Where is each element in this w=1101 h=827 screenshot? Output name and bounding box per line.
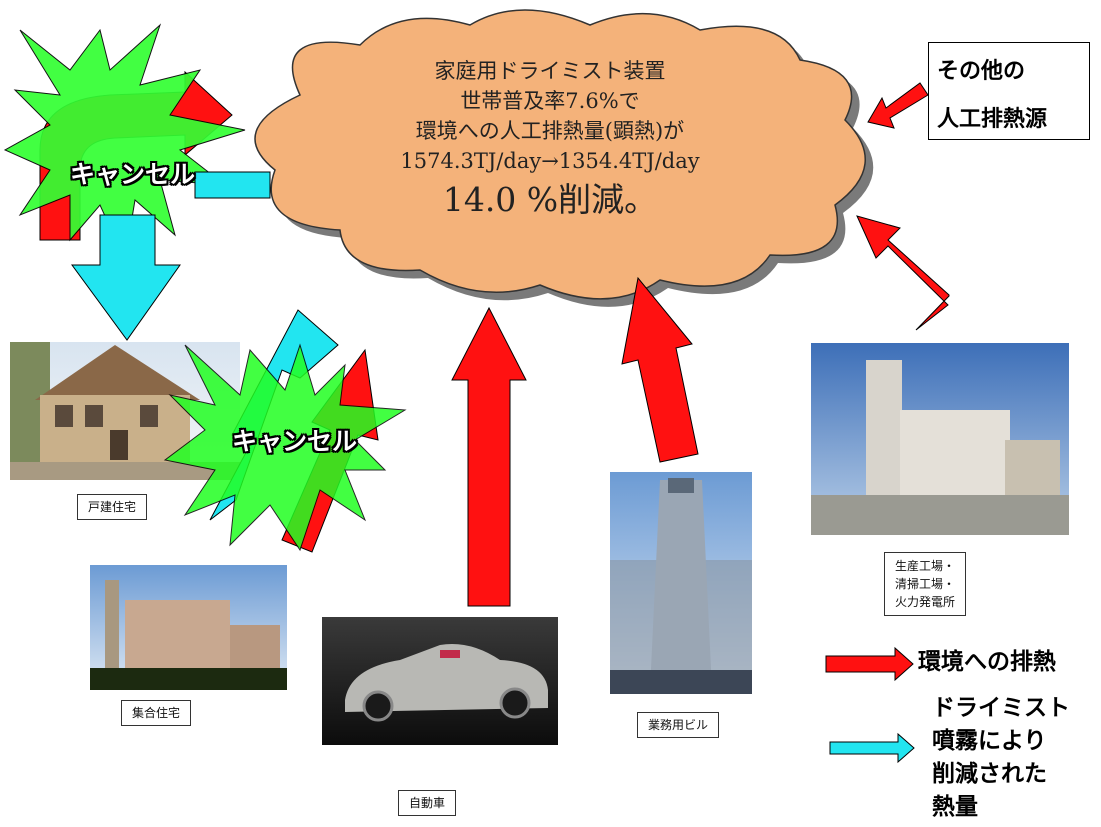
- heat-arrow-office: [621, 276, 699, 463]
- other-source-line-1: その他の: [937, 59, 1026, 84]
- label-factory-line-1: 生産工場・: [895, 559, 956, 573]
- legend-mist-line-4: 熱量: [932, 794, 978, 820]
- legend-mist-label: ドライミスト 噴霧により 削減された 熱量: [932, 692, 1070, 824]
- legend-heat-arrow: [825, 646, 914, 682]
- cloud-line-5: 14.0 %削減。: [442, 180, 658, 219]
- label-house: 戸建住宅: [77, 494, 148, 520]
- starburst-middle: [163, 343, 407, 552]
- heat-arrow-factory: [856, 215, 950, 331]
- cloud-line-1: 家庭用ドライミスト装置: [434, 59, 666, 83]
- cloud-line-4: 1574.3TJ/day→1354.4TJ/day: [400, 149, 700, 173]
- other-heat-source-box: その他の 人工排熱源: [928, 42, 1090, 140]
- mist-arrow-down-house: [71, 214, 181, 341]
- photo-house: [10, 342, 240, 480]
- heat-arrow-other: [867, 82, 929, 129]
- heat-cloud: [254, 9, 874, 307]
- cancel-label-topleft: キャンセル: [70, 160, 196, 189]
- cloud-text: 家庭用ドライミスト装置 世帯普及率7.6%で 環境への人工排熱量(顕熱)が 15…: [300, 56, 800, 222]
- legend-mist-line-3: 削減された: [932, 761, 1047, 787]
- photo-office: [610, 472, 752, 694]
- legend-heat-label: 環境への排熱: [918, 649, 1056, 675]
- label-apartment: 集合住宅: [121, 700, 192, 726]
- legend-mist-line-1: ドライミスト: [932, 695, 1070, 721]
- label-office: 業務用ビル: [637, 712, 720, 738]
- label-factory: 生産工場・ 清掃工場・ 火力発電所: [884, 552, 967, 616]
- other-source-line-2: 人工排熱源: [937, 107, 1048, 132]
- label-car: 自動車: [398, 790, 457, 816]
- photo-car: [322, 617, 558, 745]
- legend-mist-line-2: 噴霧により: [932, 728, 1047, 754]
- cancel-label-middle: キャンセル: [232, 427, 358, 456]
- heat-arrow-car: [451, 306, 527, 607]
- photo-factory: [811, 343, 1069, 535]
- cloud-line-2: 世帯普及率7.6%で: [460, 89, 640, 113]
- label-factory-line-3: 火力発電所: [895, 595, 956, 609]
- starburst-topleft: [3, 23, 246, 262]
- label-factory-line-2: 清掃工場・: [895, 577, 956, 591]
- mist-arrow-topleft: [194, 171, 271, 199]
- legend-mist-arrow: [829, 732, 915, 764]
- photo-apartment: [90, 565, 287, 690]
- cloud-line-3: 環境への人工排熱量(顕熱)が: [415, 119, 685, 143]
